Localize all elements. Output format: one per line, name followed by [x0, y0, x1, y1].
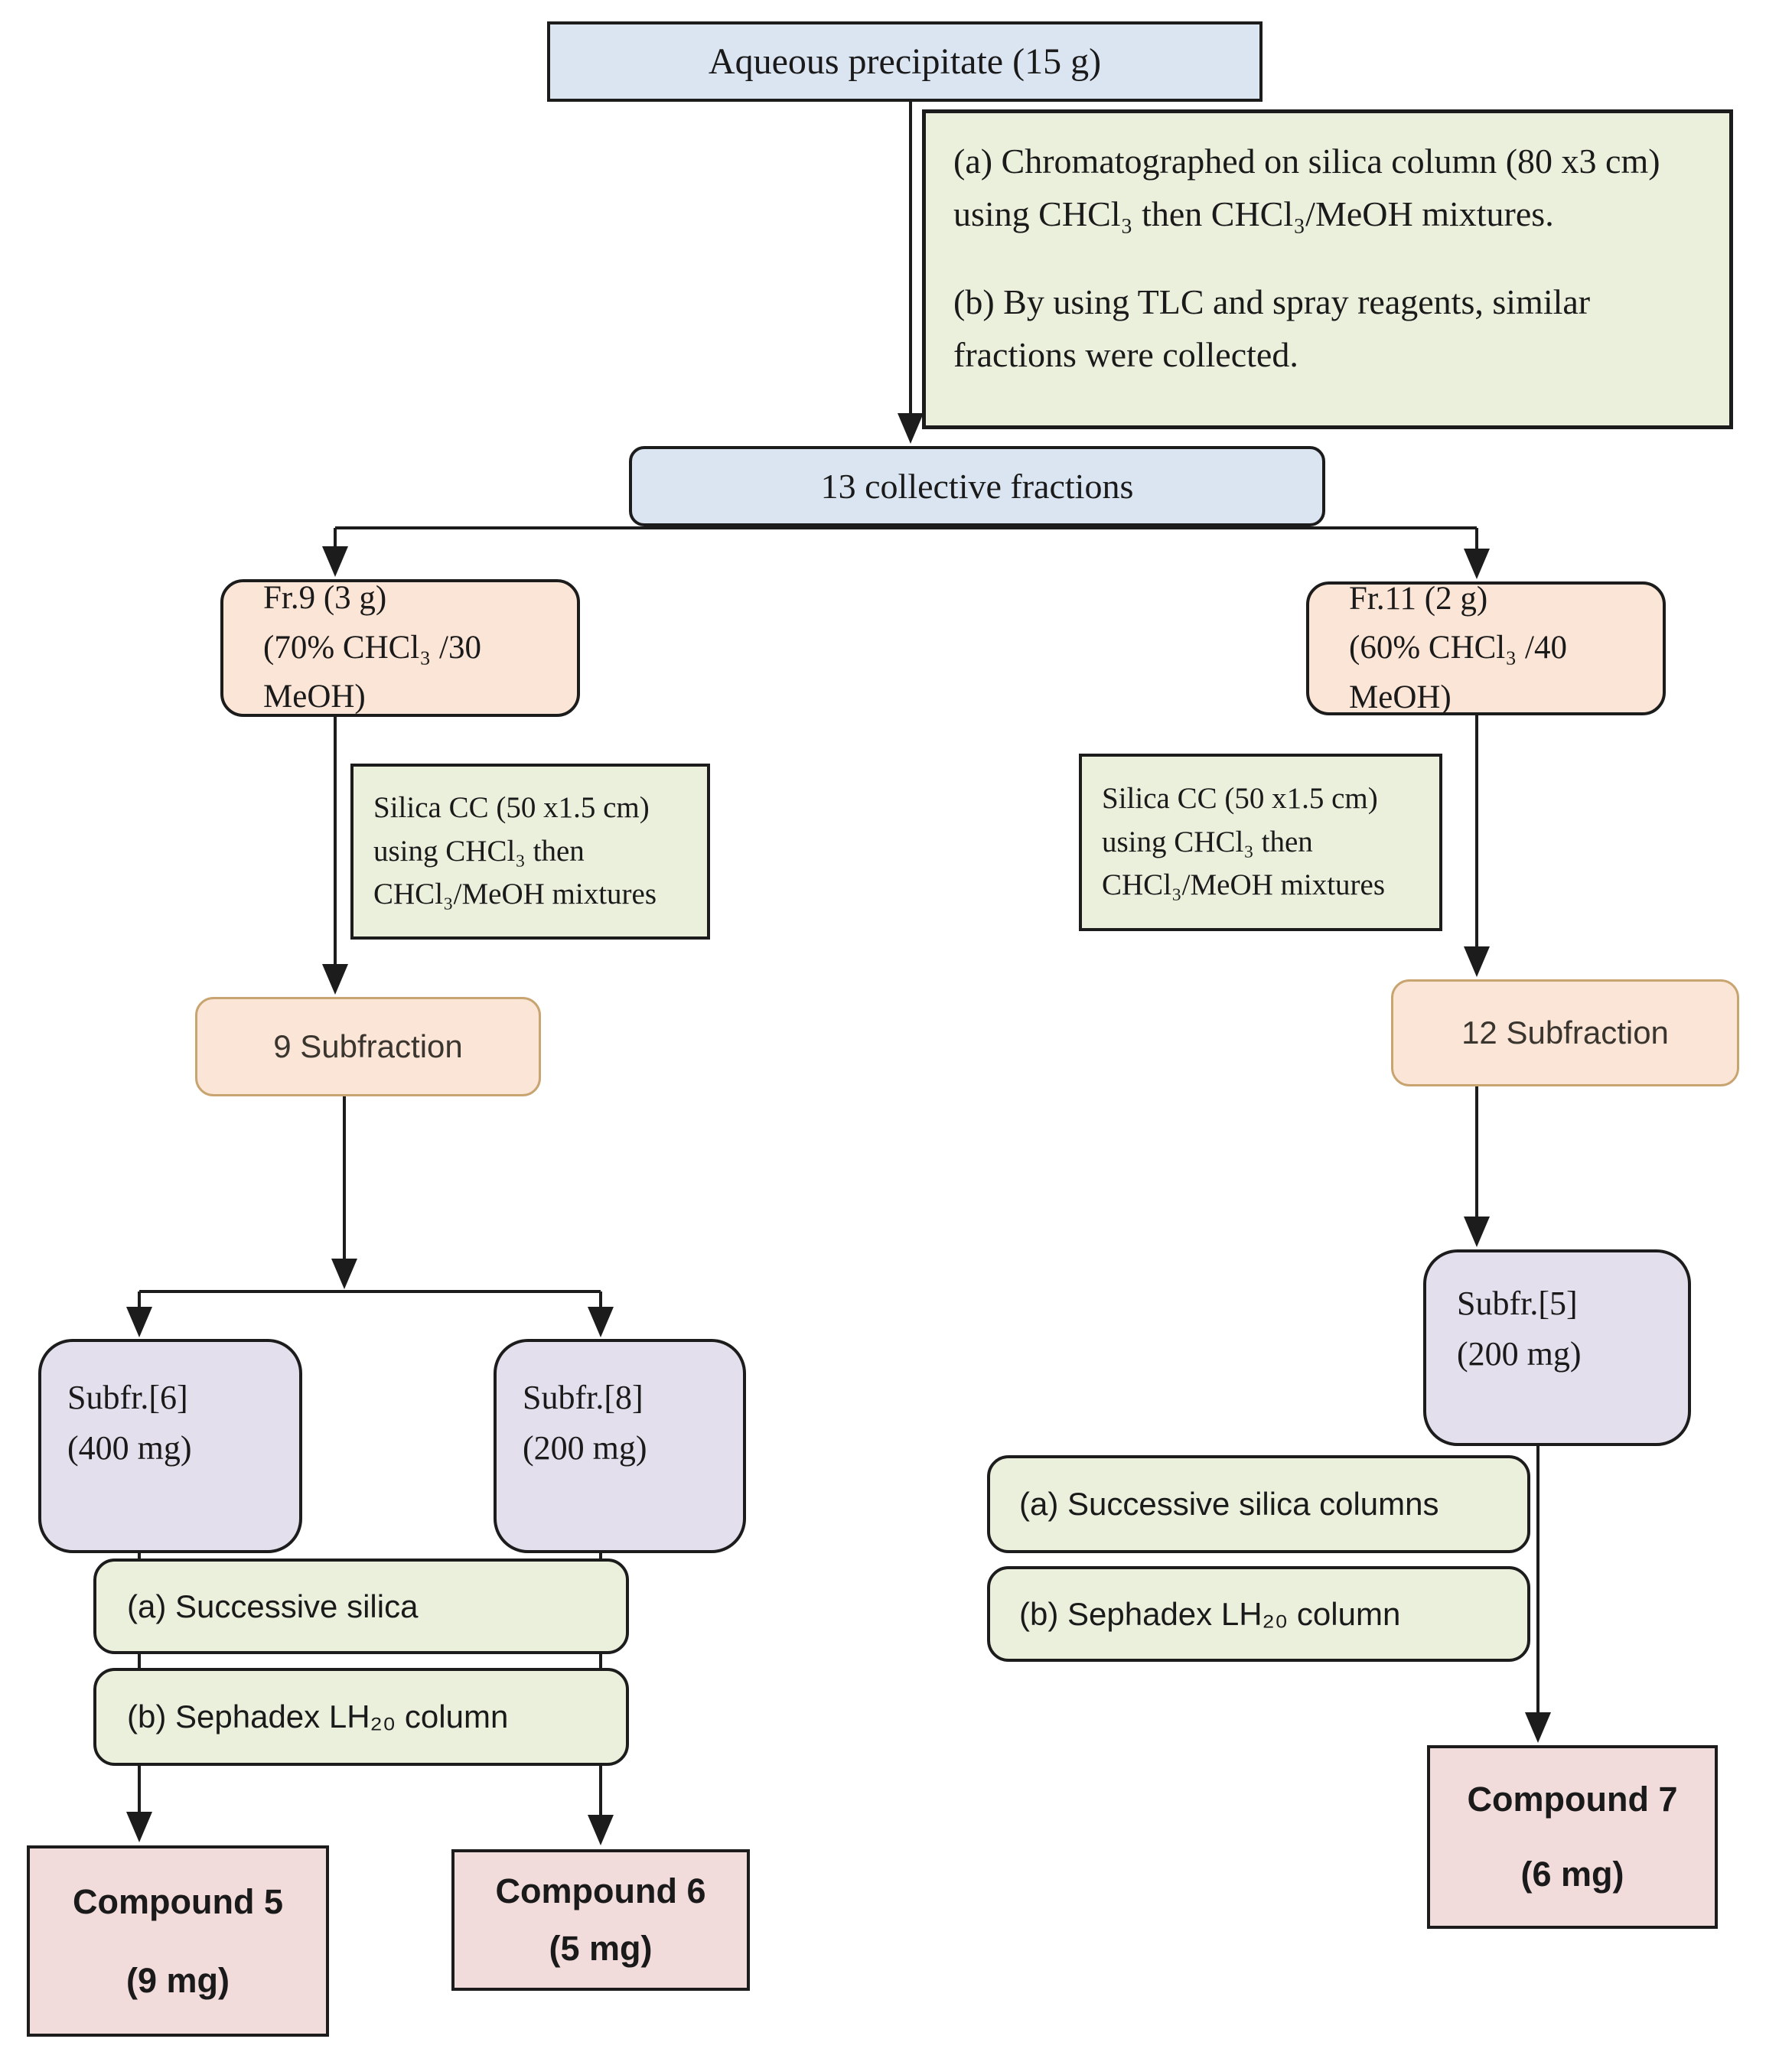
silica-cc-left-line3: CHCl₃/MeOH mixtures: [373, 878, 657, 911]
node-silica-cc-left: Silica CC (50 x1.5 cm) using CHCl₃ then …: [350, 764, 710, 940]
arrow-sub9-split: [126, 1096, 614, 1337]
node-aqueous-precipitate: Aqueous precipitate (15 g): [547, 21, 1263, 102]
silica-cc-right-line2: using CHCl₃ then: [1102, 825, 1313, 858]
silica-cc-right-line3: CHCl₃/MeOH mixtures: [1102, 868, 1386, 902]
node-compound7-mass: (6 mg): [1520, 1855, 1624, 1894]
node-12-subfraction-label: 12 Subfraction: [1461, 1015, 1669, 1050]
node-step-a-left-label: (a) Successive silica: [127, 1588, 419, 1624]
node-step-a-right-label: (a) Successive silica columns: [1019, 1486, 1439, 1522]
node-step-b-left: (b) Sephadex LH₂₀ column: [93, 1668, 629, 1766]
node-step-b-left-label: (b) Sephadex LH₂₀ column: [127, 1699, 509, 1734]
protocol-step-b: (b) By using TLC and spray reagents, sim…: [953, 282, 1591, 374]
node-step-b-right-label: (b) Sephadex LH₂₀ column: [1019, 1595, 1401, 1632]
silica-cc-left-line1: Silica CC (50 x1.5 cm): [373, 791, 650, 825]
node-compound7: Compound 7 (6 mg): [1427, 1745, 1718, 1929]
node-compound6-name: Compound 6: [495, 1871, 706, 1911]
node-compound6-mass: (5 mg): [549, 1928, 653, 1968]
arrow-steps-to-compound5: [126, 1766, 152, 1842]
node-compound5-mass: (9 mg): [126, 1960, 230, 2000]
node-step-b-right: (b) Sephadex LH₂₀ column: [987, 1566, 1530, 1662]
node-compound6: Compound 6 (5 mg): [451, 1849, 750, 1991]
protocol-step-a: (a) Chromatographed on silica column (80…: [953, 142, 1660, 233]
node-subfr6-mass: (400 mg): [67, 1429, 192, 1467]
node-compound5-name: Compound 5: [73, 1881, 283, 1921]
arrow-root-to-fractions: [898, 102, 924, 444]
arrow-subfr5-to-compound7: [1525, 1446, 1551, 1743]
node-collective-fractions-label: 13 collective fractions: [820, 467, 1134, 506]
silica-cc-right-line1: Silica CC (50 x1.5 cm): [1102, 782, 1378, 816]
node-collective-fractions: 13 collective fractions: [629, 446, 1325, 526]
arrow-steps-to-compound6: [588, 1766, 614, 1845]
node-9-subfraction: 9 Subfraction: [195, 997, 541, 1096]
node-aqueous-precipitate-label: Aqueous precipitate (15 g): [708, 41, 1102, 82]
node-fr11-solvent: (60% CHCl₃ /40 MeOH): [1349, 630, 1567, 715]
node-silica-cc-right: Silica CC (50 x1.5 cm) using CHCl₃ then …: [1079, 754, 1442, 931]
node-step-a-left: (a) Successive silica: [93, 1559, 629, 1654]
node-fr9-solvent: (70% CHCl₃ /30 MeOH): [263, 629, 481, 715]
node-12-subfraction: 12 Subfraction: [1391, 979, 1739, 1086]
node-9-subfraction-label: 9 Subfraction: [273, 1028, 463, 1064]
node-subfr6-name: Subfr.[6]: [67, 1379, 188, 1416]
silica-cc-left-line2: using CHCl₃ then: [373, 834, 585, 868]
branch-bar-fractions: [322, 526, 1490, 579]
node-fr9: Fr.9 (3 g) (70% CHCl₃ /30 MeOH): [220, 579, 580, 717]
node-subfr5-mass: (200 mg): [1457, 1335, 1582, 1373]
node-compound7-name: Compound 7: [1467, 1780, 1678, 1819]
node-subfr8-name: Subfr.[8]: [523, 1379, 643, 1416]
node-fr11-name: Fr.11 (2 g): [1349, 580, 1488, 617]
node-protocol-steps: (a) Chromatographed on silica column (80…: [922, 109, 1733, 429]
arrow-sub12-to-subfr5: [1464, 1086, 1490, 1247]
node-subfr5: Subfr.[5] (200 mg): [1423, 1249, 1691, 1446]
node-step-a-right: (a) Successive silica columns: [987, 1455, 1530, 1553]
node-subfr5-name: Subfr.[5]: [1457, 1285, 1578, 1322]
node-subfr6: Subfr.[6] (400 mg): [38, 1339, 302, 1553]
node-fr9-name: Fr.9 (3 g): [263, 580, 387, 617]
arrow-fr11-to-sub12: [1464, 715, 1490, 977]
node-subfr8-mass: (200 mg): [523, 1429, 647, 1467]
arrow-fr9-to-sub9: [322, 717, 348, 995]
node-subfr8: Subfr.[8] (200 mg): [494, 1339, 746, 1553]
node-compound5: Compound 5 (9 mg): [27, 1845, 329, 2037]
node-fr11: Fr.11 (2 g) (60% CHCl₃ /40 MeOH): [1306, 581, 1666, 715]
